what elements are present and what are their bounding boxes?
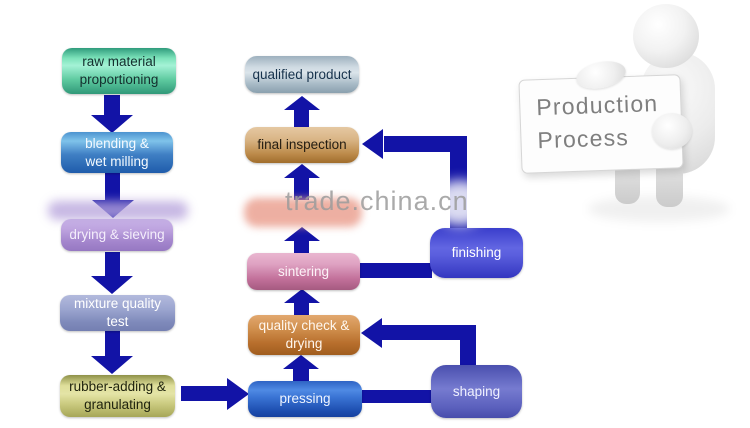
node-blending-wet-milling: blending & wet milling xyxy=(61,132,173,173)
node-label: drying & sieving xyxy=(69,227,165,243)
node-mixture-quality-test: mixture quality test xyxy=(60,295,175,331)
figure-leg xyxy=(656,162,683,207)
node-label: shaping xyxy=(452,383,501,399)
figure-hand xyxy=(652,113,692,149)
watermark-text: trade.china.cn xyxy=(285,186,469,216)
node-label: mixture quality test xyxy=(73,296,162,329)
node-label: quality check & drying xyxy=(258,318,350,351)
node-label: sintering xyxy=(277,263,330,279)
node-final-inspection: final inspection xyxy=(245,127,359,163)
node-shaping: shaping xyxy=(431,365,522,418)
node-sintering: sintering xyxy=(247,253,360,290)
node-label: finishing xyxy=(451,245,502,261)
node-label: raw material proportioning xyxy=(79,54,159,87)
node-quality-check-drying: quality check & drying xyxy=(248,315,360,355)
blur-haze xyxy=(433,180,487,226)
node-label: pressing xyxy=(279,391,331,407)
node-pressing: pressing xyxy=(248,381,362,417)
node-qualified-product: qualified product xyxy=(245,56,359,93)
node-rubber-adding-granulating: rubber-adding & granulating xyxy=(60,375,175,417)
figure-head xyxy=(633,4,699,68)
node-label: qualified product xyxy=(252,66,352,82)
node-label: blending & wet milling xyxy=(85,135,149,169)
node-drying-sieving: drying & sieving xyxy=(61,219,173,251)
figure-leg xyxy=(615,164,640,204)
node-raw-material-proportioning: raw material proportioning xyxy=(62,48,176,94)
blurred-box-ghost xyxy=(48,201,188,220)
blurred-box-ghost xyxy=(244,198,362,227)
node-label: final inspection xyxy=(257,137,347,153)
sign-title: Production Process xyxy=(535,89,659,153)
node-finishing: finishing xyxy=(430,228,523,278)
node-label: rubber-adding & granulating xyxy=(69,379,166,412)
